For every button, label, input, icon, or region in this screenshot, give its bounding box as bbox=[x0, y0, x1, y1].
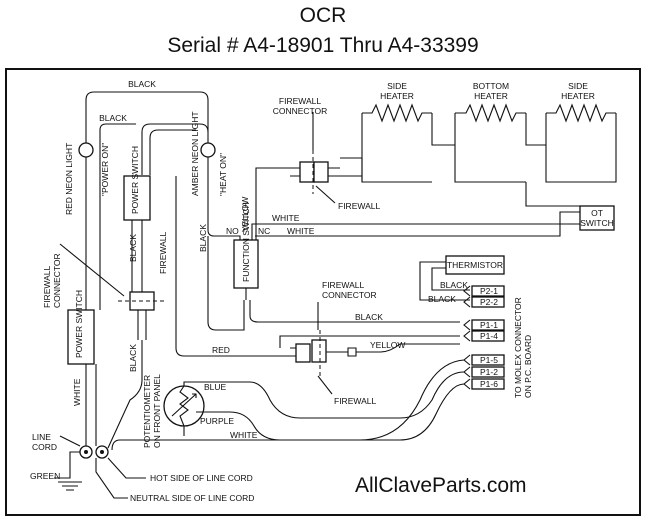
wire-label-black-left: BLACK bbox=[128, 344, 138, 372]
firewall-connector-mid-line2: CONNECTOR bbox=[322, 290, 377, 300]
firewall-connector-top-line2: CONNECTOR bbox=[273, 106, 328, 116]
side-heater-right-coil bbox=[546, 103, 616, 123]
wire-label-black-p11: BLACK bbox=[355, 312, 383, 322]
ot-switch-line2: SWITCH bbox=[580, 218, 614, 228]
side-heater-left-line2: HEATER bbox=[380, 91, 414, 101]
wire-label-black-t1: BLACK bbox=[440, 280, 468, 290]
molex-label-line1: TO MOLEX CONNECTOR bbox=[513, 297, 523, 398]
potentiometer bbox=[163, 385, 205, 436]
firewall-connector-left bbox=[59, 243, 166, 340]
wire-label-black-2: BLACK bbox=[99, 113, 127, 123]
heaters bbox=[340, 103, 617, 207]
red-neon-light bbox=[78, 128, 94, 175]
brand-watermark: AllClaveParts.com bbox=[355, 474, 527, 497]
firewall-connector-mid bbox=[290, 302, 357, 395]
green-label: GREEN bbox=[30, 471, 60, 481]
wire-label-white-2: WHITE bbox=[287, 226, 315, 236]
pin-p2-2: P2-2 bbox=[480, 297, 498, 307]
diagram-frame bbox=[5, 68, 641, 516]
power-switch-bottom-box bbox=[67, 309, 95, 365]
firewall-label-mid: FIREWALL bbox=[334, 396, 376, 406]
side-heater-right-line2: HEATER bbox=[561, 91, 595, 101]
pin-p1-4: P1-4 bbox=[480, 331, 498, 341]
neutral-side-label: NEUTRAL SIDE OF LINE CORD bbox=[130, 493, 254, 503]
wire-label-yellow-mid: YELLOW bbox=[370, 340, 405, 350]
molex-label-line2: ON P.C. BOARD bbox=[523, 335, 533, 398]
bottom-heater-coil bbox=[455, 103, 526, 123]
pin-p1-5: P1-5 bbox=[480, 355, 498, 365]
wire-label-red: RED bbox=[212, 345, 230, 355]
wire-label-white-bottom: WHITE bbox=[230, 430, 258, 440]
power-switch-bottom-label: POWER SWITCH bbox=[74, 290, 84, 358]
firewall-connector-left-line2: CONNECTOR bbox=[52, 253, 62, 308]
wire-label-black-amber: BLACK bbox=[198, 224, 208, 252]
ot-switch-line1: OT bbox=[591, 208, 603, 218]
pin-p1-6: P1-6 bbox=[480, 379, 498, 389]
wire-label-purple: PURPLE bbox=[200, 416, 234, 426]
pin-p1-2: P1-2 bbox=[480, 367, 498, 377]
firewall-label-left: FIREWALL bbox=[158, 232, 168, 274]
wire-label-black-top: BLACK bbox=[128, 79, 156, 89]
function-switch-label: FUNCTION SWITCH bbox=[241, 202, 251, 282]
hot-side-label: HOT SIDE OF LINE CORD bbox=[150, 473, 253, 483]
bottom-heater-line1: BOTTOM bbox=[473, 81, 509, 91]
side-heater-left-line1: SIDE bbox=[387, 81, 407, 91]
wire-label-blue: BLUE bbox=[204, 382, 227, 392]
amber-neon-light-label: AMBER NEON LIGHT bbox=[190, 111, 200, 196]
wire-label-white-left: WHITE bbox=[72, 378, 82, 406]
side-heater-right-line1: SIDE bbox=[568, 81, 588, 91]
pin-p1-1: P1-1 bbox=[480, 320, 498, 330]
firewall-connector-top bbox=[290, 112, 340, 204]
firewall-connector-left-line1: FIREWALL bbox=[42, 266, 52, 308]
ot-switch-box bbox=[579, 205, 615, 231]
red-neon-light-label: RED NEON LIGHT bbox=[64, 143, 74, 215]
amber-neon-light bbox=[200, 120, 216, 165]
diagram-title: OCR bbox=[299, 4, 347, 27]
power-switch-top-box bbox=[123, 175, 151, 221]
firewall-connector-top-line1: FIREWALL bbox=[279, 96, 321, 106]
thermistor-label: THERMISTOR bbox=[447, 260, 503, 270]
function-switch-box bbox=[233, 239, 259, 289]
bottom-heater-line2: HEATER bbox=[474, 91, 508, 101]
pin-p2-1: P2-1 bbox=[480, 286, 498, 296]
thermistor-box bbox=[445, 255, 505, 275]
firewall-label-top: FIREWALL bbox=[338, 201, 380, 211]
wire-label-white-1: WHITE bbox=[272, 213, 300, 223]
power-switch-top-label: POWER SWITCH bbox=[130, 146, 140, 214]
firewall-connector-mid-line1: FIREWALL bbox=[322, 280, 364, 290]
heat-on-label: "HEAT ON" bbox=[218, 153, 228, 196]
line-cord-label-line2: CORD bbox=[32, 442, 57, 452]
power-on-label: "POWER ON" bbox=[100, 143, 110, 196]
function-switch-nc: NC bbox=[258, 226, 270, 236]
wire-label-yellow-fs: YELLOW bbox=[240, 197, 250, 232]
line-cord-label-line1: LINE bbox=[32, 432, 51, 442]
wire-label-black-ps: BLACK bbox=[128, 234, 138, 262]
diagram-subtitle: Serial # A4-18901 Thru A4-33399 bbox=[167, 34, 479, 57]
wire-label-black-t2: BLACK bbox=[428, 294, 456, 304]
potentiometer-label-line1: POTENTIOMETER bbox=[142, 375, 152, 448]
side-heater-left-coil bbox=[362, 103, 432, 123]
potentiometer-label-line2: ON FRONT PANEL bbox=[152, 374, 162, 448]
function-switch-no: NO bbox=[226, 226, 239, 236]
line-cord bbox=[54, 435, 146, 499]
